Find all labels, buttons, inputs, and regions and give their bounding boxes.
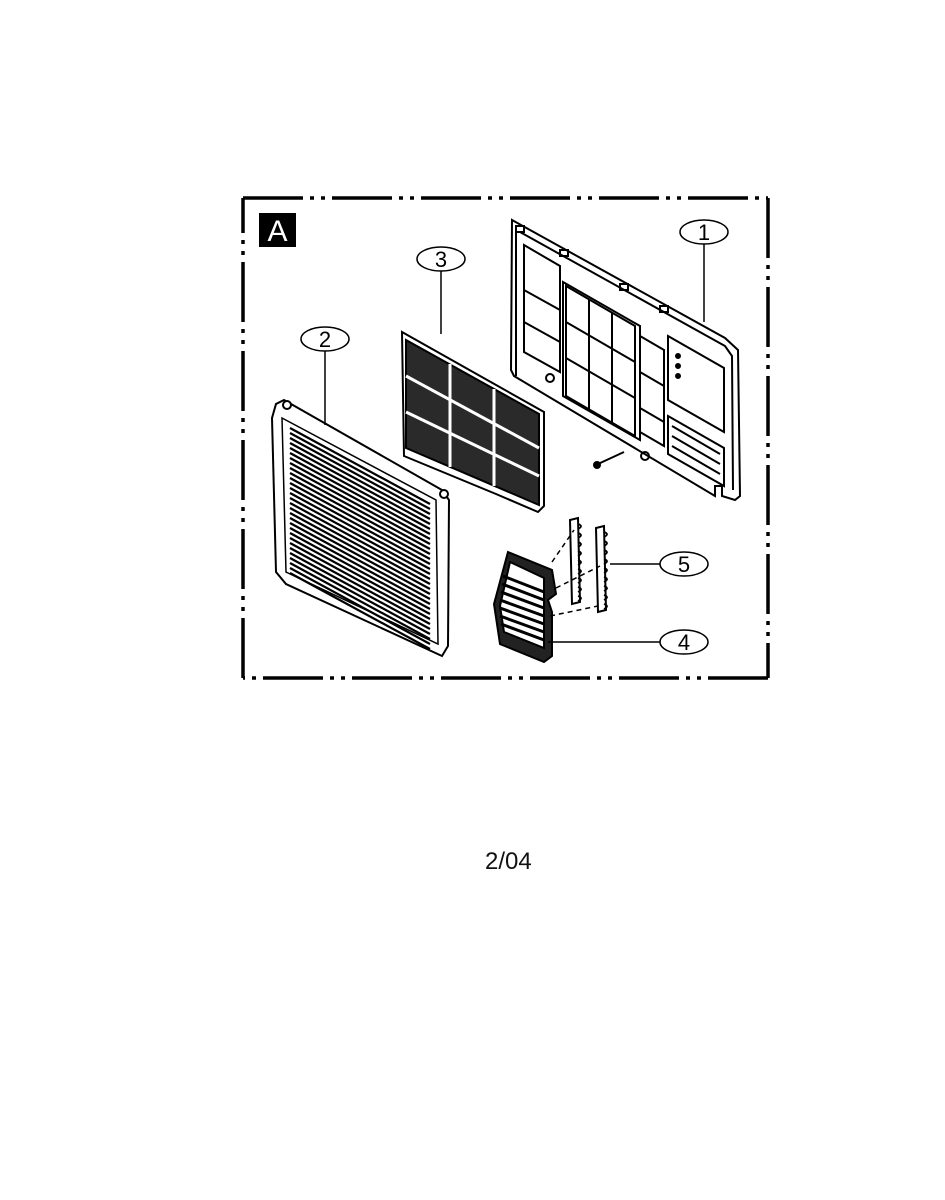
grille-slat bbox=[289, 457, 431, 535]
svg-text:1: 1 bbox=[698, 220, 710, 245]
grille-slat bbox=[289, 427, 431, 505]
callout-4: 4 bbox=[659, 629, 709, 655]
grille-slat bbox=[289, 547, 431, 625]
grille-slat bbox=[289, 507, 431, 585]
grille-slat bbox=[289, 487, 431, 565]
callout-1: 1 bbox=[679, 219, 729, 245]
grille-slat bbox=[289, 512, 431, 590]
svg-text:2: 2 bbox=[319, 327, 331, 352]
grille-slat bbox=[289, 572, 431, 650]
mounting-screw bbox=[593, 451, 625, 469]
part-5-louver-strips bbox=[549, 516, 608, 617]
louver-tooth bbox=[603, 540, 608, 547]
louver-tooth bbox=[577, 577, 582, 584]
part-2-front-grille bbox=[270, 398, 451, 658]
louver-tooth bbox=[577, 541, 582, 548]
grille-slat bbox=[289, 552, 431, 630]
section-tag: A bbox=[259, 213, 296, 248]
grille-slat bbox=[289, 537, 431, 615]
revision-date: 2/04 bbox=[485, 848, 532, 875]
louver-tooth bbox=[577, 559, 582, 566]
louver-tooth bbox=[603, 594, 608, 601]
leader-lines bbox=[324, 244, 705, 643]
part-1-front-frame bbox=[509, 218, 742, 502]
grille-slat bbox=[289, 462, 431, 540]
grille-slat bbox=[289, 502, 431, 580]
diagram-border bbox=[241, 196, 770, 680]
callout-2: 2 bbox=[300, 326, 350, 352]
louver-tooth bbox=[603, 603, 608, 610]
svg-text:3: 3 bbox=[435, 247, 447, 272]
section-tag-label: A bbox=[267, 215, 287, 248]
callout-5: 5 bbox=[659, 551, 709, 577]
grille-slat bbox=[289, 442, 431, 520]
louver-tooth bbox=[577, 595, 582, 602]
louver-tooth bbox=[577, 523, 582, 530]
grille-slat bbox=[289, 532, 431, 610]
grille-slat bbox=[289, 522, 431, 600]
louver-tooth bbox=[603, 576, 608, 583]
grille-slat bbox=[289, 557, 431, 635]
grille-slat bbox=[289, 527, 431, 605]
grille-slat bbox=[289, 452, 431, 530]
grille-slat bbox=[289, 447, 431, 525]
grille-slat bbox=[289, 517, 431, 595]
part-4-air-deflector bbox=[492, 550, 558, 664]
grille-slat bbox=[289, 477, 431, 555]
grille-slat bbox=[289, 482, 431, 560]
louver-tooth bbox=[577, 586, 582, 593]
louver-tooth bbox=[603, 558, 608, 565]
grille-slat bbox=[289, 467, 431, 545]
grille-slat bbox=[289, 562, 431, 640]
grille-slat bbox=[289, 472, 431, 550]
grille-slat bbox=[289, 542, 431, 620]
louver-tooth bbox=[603, 549, 608, 556]
louver-tooth bbox=[577, 532, 582, 539]
louver-tooth bbox=[577, 568, 582, 575]
callout-3: 3 bbox=[416, 246, 466, 272]
louver-tooth bbox=[603, 585, 608, 592]
svg-text:4: 4 bbox=[678, 630, 690, 655]
grille-slat bbox=[289, 567, 431, 645]
louver-tooth bbox=[603, 531, 608, 538]
grille-slat bbox=[289, 492, 431, 570]
louver-tooth bbox=[577, 550, 582, 557]
louver-tooth bbox=[603, 567, 608, 574]
grille-slat bbox=[289, 437, 431, 515]
svg-text:5: 5 bbox=[678, 552, 690, 577]
part-3-air-filter bbox=[400, 330, 545, 514]
grille-slat bbox=[289, 497, 431, 575]
grille-slat bbox=[289, 432, 431, 510]
